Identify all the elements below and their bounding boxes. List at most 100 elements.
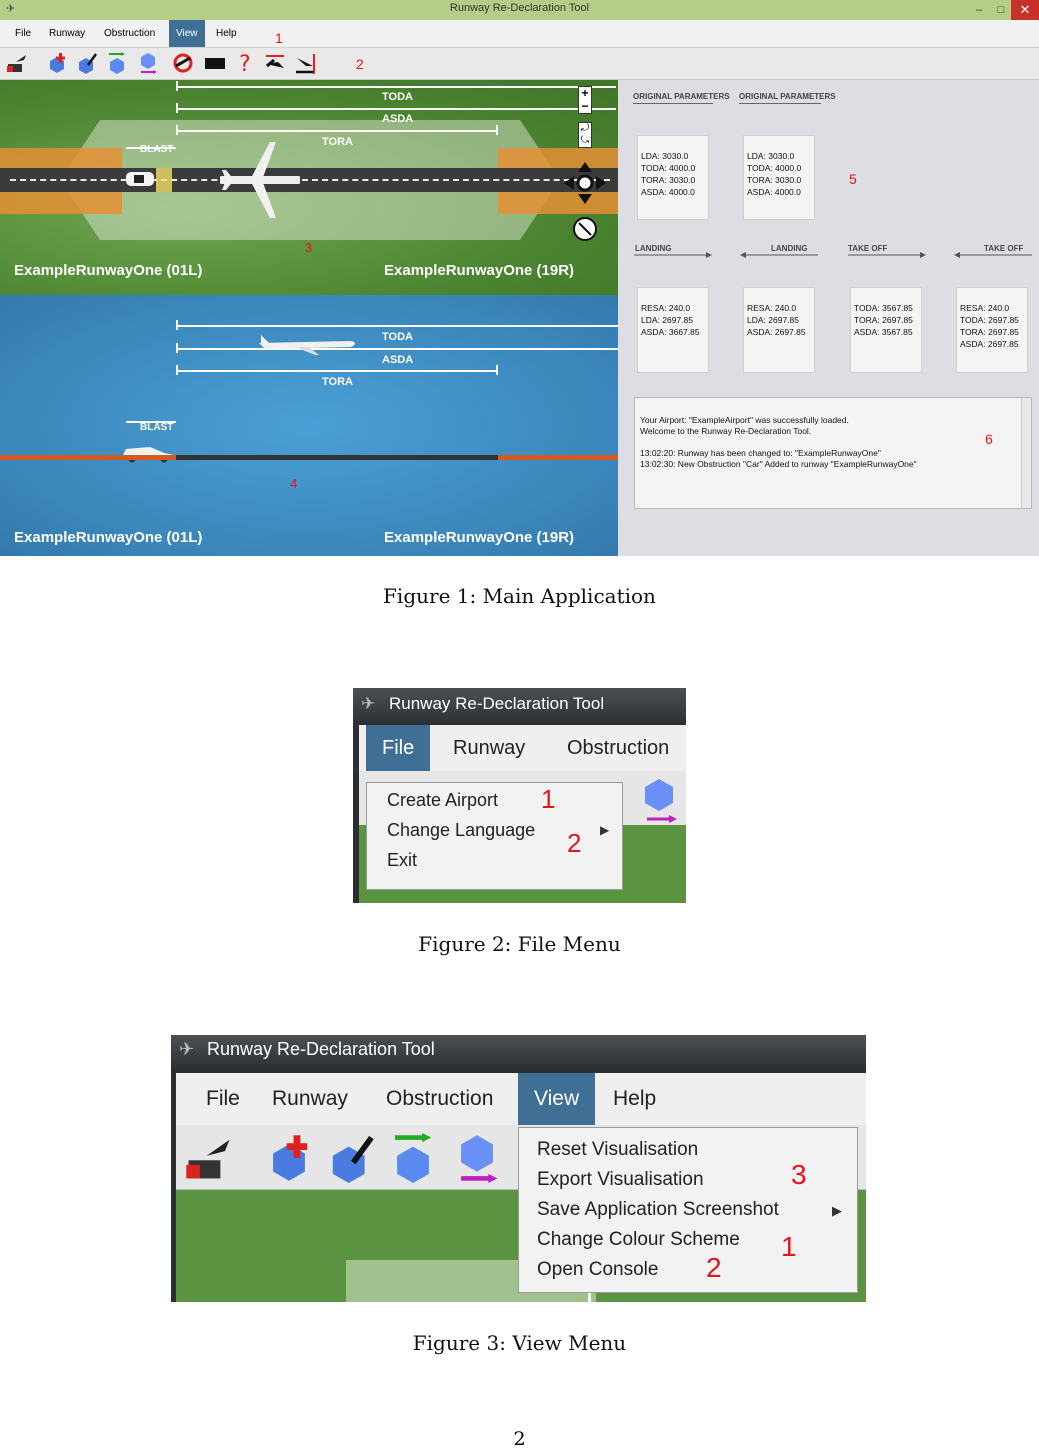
marker-2: 2 [356,56,364,72]
console-log[interactable]: Your Airport: "ExampleAirport" was succe… [634,397,1032,509]
add-obstruction-icon[interactable] [264,1133,314,1183]
window-title: Runway Re-Declaration Tool [449,2,590,14]
side-runway-surface [176,455,498,460]
zoom-icon[interactable]: +− [578,86,592,114]
move-obstruction-icon[interactable] [106,52,128,74]
marker-4: 4 [290,476,298,491]
menu-obstruction[interactable]: Obstruction [386,1087,494,1110]
export-obstruction-icon[interactable] [137,52,159,74]
car-side-icon [122,447,174,463]
app-icon: ✈ [6,3,16,15]
menu-obstruction[interactable]: Obstruction [104,28,156,39]
title-bar: ✈ Runway Re-Declaration Tool [171,1035,866,1069]
edit-obstruction-icon[interactable] [326,1133,376,1183]
side-on-view[interactable]: TODA ASDA TORA BLAST 4 ExampleRunwayOne … [0,295,618,556]
direction-arrows [634,252,1032,258]
menu-item-change-language[interactable]: Change Language [387,820,536,840]
export-obstruction-icon[interactable] [452,1133,502,1183]
move-obstruction-icon[interactable] [388,1133,438,1183]
menu-help[interactable]: Help [216,28,237,39]
menu-runway[interactable]: Runway [453,737,526,759]
toda-label-top: TODA [382,91,413,103]
aircraft-side-icon [259,335,355,355]
marker-1: 1 [275,30,283,46]
landing-icon[interactable] [294,52,316,74]
maximize-icon[interactable]: □ [997,4,1005,16]
menu-file[interactable]: File [366,725,431,771]
menu-file[interactable]: File [206,1087,240,1110]
centreline [10,179,610,181]
marker-5: 5 [849,171,857,187]
dim-tick [176,320,178,330]
asda-line-top [176,108,616,110]
tora-label-side: TORA [322,376,353,388]
tora-line-top [176,130,498,132]
toda-label-side: TODA [382,331,413,343]
menu-item-change-colour-scheme[interactable]: Change Colour Scheme [537,1229,740,1250]
asda-label-top: ASDA [382,113,414,125]
menu-item-open-console[interactable]: Open Console [537,1259,659,1280]
runway-label-left-top: ExampleRunwayOne (01L) [14,262,203,279]
help-icon[interactable]: ? [234,52,256,74]
edit-obstruction-icon[interactable] [76,52,98,74]
menu-bar: File Runway Obstruction View Help 1 [0,20,1039,48]
menu-view[interactable]: View [169,20,205,47]
original-parameters-heading: ORIGINAL PARAMETERS [739,92,836,101]
menu-obstruction[interactable]: Obstruction [567,737,670,759]
original-params-box-right: LDA: 3030.0 TODA: 4000.0 TORA: 3030.0 AS… [743,135,815,220]
minimize-icon[interactable]: – [975,4,983,16]
menu-view[interactable]: View [518,1073,596,1125]
blast-line-top [126,147,176,149]
close-icon[interactable]: ✕ [1011,0,1039,20]
figure-1-caption: Figure 1: Main Application [383,584,656,608]
pan-control-icon[interactable] [562,160,608,206]
toda-line-top [176,86,616,88]
switch-direction-icon[interactable] [264,52,286,74]
menu-item-export-visualisation[interactable]: Export Visualisation [537,1169,704,1190]
title-bar: ✈ Runway Re-Declaration Tool – □ ✕ [0,0,1039,20]
top-down-view[interactable]: TODA ASDA TORA BLAST +− ⤾⤿ 3 ExampleRunw… [0,80,618,295]
menu-runway[interactable]: Runway [272,1087,348,1110]
original-parameters-heading: ORIGINAL PARAMETERS [633,92,730,101]
landing-params-box-left: RESA: 240.0 LDA: 2697.85 ASDA: 3667.85 [637,287,709,373]
file-menu-screenshot: ✈ Runway Re-Declaration Tool File Runway… [353,688,686,903]
compass-icon[interactable] [572,216,598,242]
runway-label-right-side: ExampleRunwayOne (19R) [384,529,575,546]
airport-tower-icon[interactable] [6,52,28,74]
takeoff-params-box-left: TODA: 3567.85 TORA: 2697.85 ASDA: 3567.8… [850,287,922,373]
window-title: Runway Re-Declaration Tool [389,694,605,713]
window-title: Runway Re-Declaration Tool [207,1039,435,1059]
export-obstruction-icon[interactable] [639,775,679,823]
marker-3: 3 [791,1159,807,1190]
takeoff-params-box-right: RESA: 240.0 TODA: 2697.85 TORA: 2697.85 … [956,287,1028,373]
blast-label-side: BLAST [140,422,174,433]
dim-tick [176,343,178,353]
menu-item-exit[interactable]: Exit [387,850,418,870]
view-menu-screenshot: ✈ Runway Re-Declaration Tool File Runway… [171,1035,866,1302]
app-icon: ✈ [361,694,376,713]
menu-file[interactable]: File [15,28,32,39]
console-icon[interactable] [204,52,226,74]
rotate-icon[interactable]: ⤾⤿ [578,122,592,148]
menu-item-save-application-screenshot[interactable]: Save Application Screenshot [537,1199,779,1220]
aircraft-top-icon [220,142,300,218]
main-application-screenshot: ✈ Runway Re-Declaration Tool – □ ✕ File … [0,0,1039,556]
dim-tick [176,125,178,135]
airport-tower-icon[interactable] [184,1133,234,1183]
console-scrollbar[interactable] [1021,398,1031,508]
menu-runway[interactable]: Runway [49,28,86,39]
takeoff-heading-right: TAKE OFF [984,244,1024,253]
menu-help[interactable]: Help [613,1087,657,1110]
view-dropdown: Reset Visualisation Export Visualisation… [518,1127,858,1293]
add-obstruction-icon[interactable] [46,52,68,74]
menu-item-create-airport[interactable]: Create Airport [387,790,499,810]
dim-tick [496,125,498,135]
runway-label-right-top: ExampleRunwayOne (19R) [384,262,575,279]
page-number: 2 [513,1428,526,1448]
marker-2: 2 [567,828,582,858]
original-params-box-left: LDA: 3030.0 TODA: 4000.0 TORA: 3030.0 AS… [637,135,709,220]
landing-heading-left: LANDING [635,244,672,253]
menu-item-reset-visualisation[interactable]: Reset Visualisation [537,1139,699,1160]
reset-view-icon[interactable] [172,52,194,74]
dim-tick [496,365,498,375]
